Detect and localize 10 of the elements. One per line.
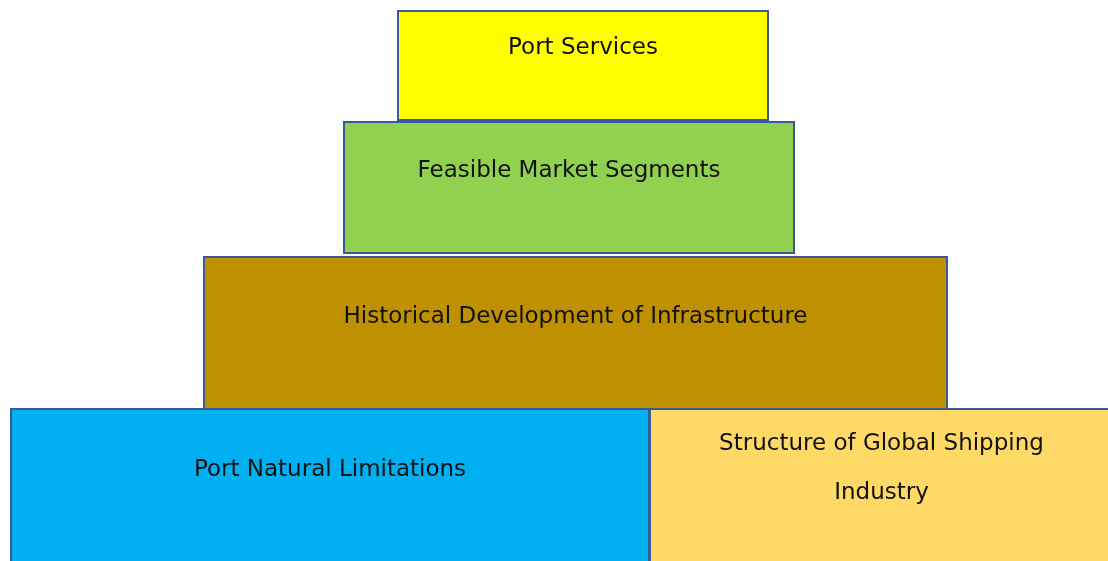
block-label: Historical Development of Infrastructure xyxy=(343,301,808,330)
pyramid-block xyxy=(397,10,769,121)
block-label: Feasible Market Segments xyxy=(417,155,721,184)
pyramid-block xyxy=(203,256,948,411)
pyramid-block xyxy=(343,121,795,254)
block-label: Port Services xyxy=(508,32,658,61)
block-label: Structure of Global Shipping Industry xyxy=(718,428,1045,506)
pyramid-block xyxy=(649,408,1108,561)
block-label: Port Natural Limitations xyxy=(193,454,467,483)
pyramid-block xyxy=(10,408,650,561)
